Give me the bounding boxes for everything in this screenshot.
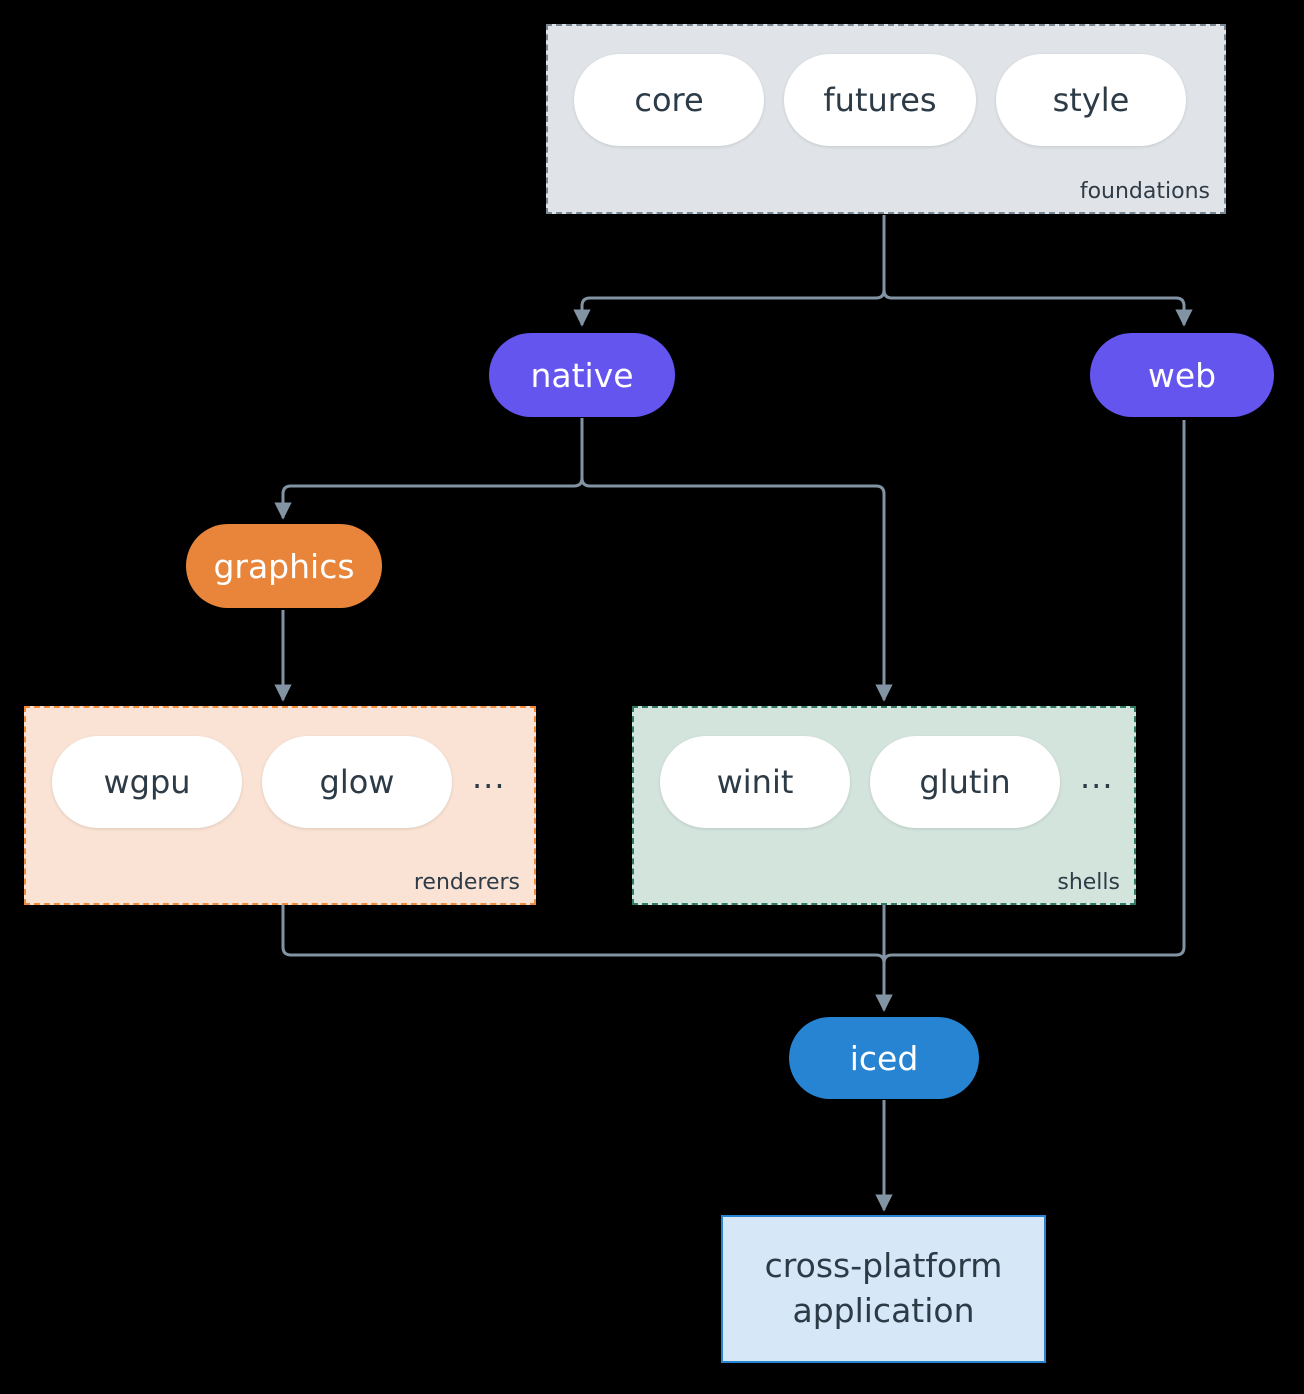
cluster-renderers: wgpu glow ... renderers — [24, 706, 536, 905]
pill-style[interactable]: style — [996, 54, 1186, 146]
edge-foundations-native — [573, 215, 886, 327]
pill-winit-label: winit — [716, 763, 794, 801]
node-web[interactable]: web — [1090, 333, 1274, 417]
application-line1: cross-platform — [764, 1246, 1003, 1286]
cluster-shells-items: winit glutin ... — [660, 736, 1114, 828]
node-application[interactable]: cross-platform application — [721, 1215, 1046, 1363]
pill-winit[interactable]: winit — [660, 736, 850, 828]
pill-glow-label: glow — [319, 763, 395, 801]
pill-glow[interactable]: glow — [262, 736, 452, 828]
pill-futures-label: futures — [823, 81, 937, 119]
pill-glutin-label: glutin — [919, 763, 1011, 801]
pill-wgpu[interactable]: wgpu — [52, 736, 242, 828]
cluster-foundations-label: foundations — [1079, 179, 1210, 204]
cluster-shells-label: shells — [1057, 870, 1120, 895]
pill-wgpu-label: wgpu — [103, 763, 191, 801]
pill-core-label: core — [634, 81, 704, 119]
cluster-renderers-label: renderers — [413, 870, 520, 895]
node-iced[interactable]: iced — [789, 1017, 979, 1099]
node-graphics-label: graphics — [213, 546, 355, 586]
node-iced-label: iced — [849, 1038, 919, 1078]
cluster-renderers-items: wgpu glow ... — [52, 736, 506, 828]
edge-foundations-web — [882, 215, 1193, 327]
node-native-label: native — [530, 355, 634, 395]
pill-core[interactable]: core — [574, 54, 764, 146]
node-web-label: web — [1147, 355, 1217, 395]
edge-native-shells — [580, 418, 893, 702]
application-line2: application — [792, 1291, 975, 1330]
node-graphics[interactable]: graphics — [186, 524, 382, 608]
pill-style-label: style — [1052, 81, 1130, 119]
renderers-ellipsis: ... — [472, 758, 506, 796]
pill-futures[interactable]: futures — [784, 54, 976, 146]
cluster-foundations-items: core futures style — [574, 54, 1186, 146]
edge-native-graphics — [274, 418, 584, 520]
cluster-foundations: core futures style foundations — [546, 24, 1226, 214]
cluster-shells: winit glutin ... shells — [632, 706, 1136, 905]
node-native[interactable]: native — [489, 333, 675, 417]
shells-ellipsis: ... — [1080, 758, 1114, 796]
pill-glutin[interactable]: glutin — [870, 736, 1060, 828]
edge-renderers-iced — [281, 905, 893, 1012]
